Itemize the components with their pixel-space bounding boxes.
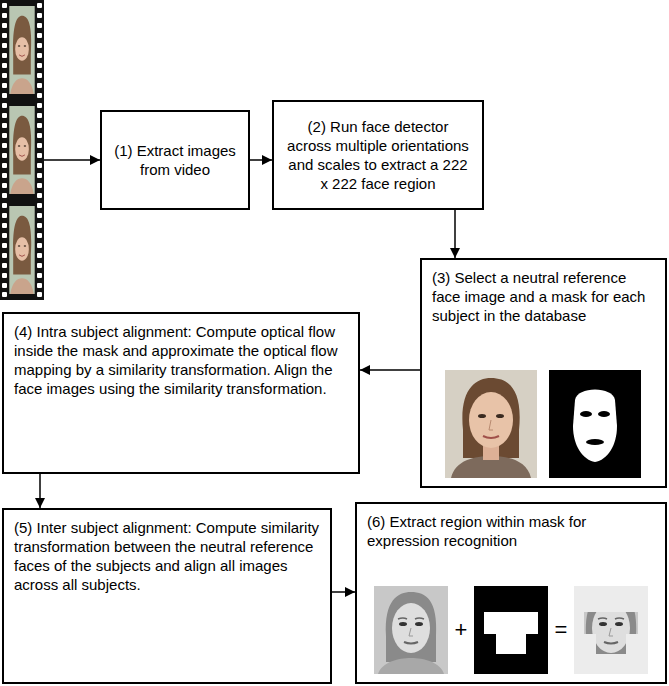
process-box: (1) Extract images from video xyxy=(100,110,250,210)
step-text: (2) Run face detector across multiple or… xyxy=(284,117,472,193)
region-mask-image xyxy=(474,586,548,674)
text-area: (3) Select a neutral reference face imag… xyxy=(422,260,665,333)
flow-arrow xyxy=(454,210,456,258)
flow-arrow xyxy=(250,159,272,161)
flow-arrow xyxy=(39,474,41,508)
step-text: (1) Extract images from video xyxy=(112,141,238,179)
text-area: (1) Extract images from video xyxy=(102,133,248,187)
masked-face-image xyxy=(574,586,648,674)
text-area: (4) Intra subject alignment: Compute opt… xyxy=(4,314,358,406)
sprocket-holes xyxy=(2,3,42,297)
process-box: (2) Run face detector across multiple or… xyxy=(272,100,484,210)
video-frame xyxy=(9,6,34,94)
operator-symbol: + xyxy=(455,618,468,642)
flow-arrow xyxy=(360,369,420,371)
flow-arrow xyxy=(332,591,355,593)
operator-symbol: = xyxy=(555,618,568,642)
step-text: (5) Inter subject alignment: Compute sim… xyxy=(14,518,320,594)
video-frame xyxy=(9,106,34,194)
aligned-face-image xyxy=(374,586,448,674)
text-area: (5) Inter subject alignment: Compute sim… xyxy=(4,510,330,602)
text-area: (2) Run face detector across multiple or… xyxy=(274,109,482,201)
neutral-face-image xyxy=(445,370,537,478)
process-box: (6) Extract region within mask for expre… xyxy=(355,502,667,684)
step-text: (3) Select a neutral reference face imag… xyxy=(432,268,655,325)
process-box: (4) Intra subject alignment: Compute opt… xyxy=(2,312,360,474)
text-area: (6) Extract region within mask for expre… xyxy=(357,504,665,558)
film-strip xyxy=(0,0,44,300)
film-base xyxy=(0,0,44,300)
reference-images xyxy=(445,370,641,478)
input-arrow xyxy=(44,159,100,161)
step-text: (6) Extract region within mask for expre… xyxy=(367,512,655,550)
mask-composition xyxy=(374,586,648,674)
step-text: (4) Intra subject alignment: Compute opt… xyxy=(14,322,348,398)
process-box: (3) Select a neutral reference face imag… xyxy=(420,258,667,488)
process-box: (5) Inter subject alignment: Compute sim… xyxy=(2,508,332,684)
video-frame xyxy=(9,206,34,294)
face-mask-image xyxy=(549,370,641,478)
